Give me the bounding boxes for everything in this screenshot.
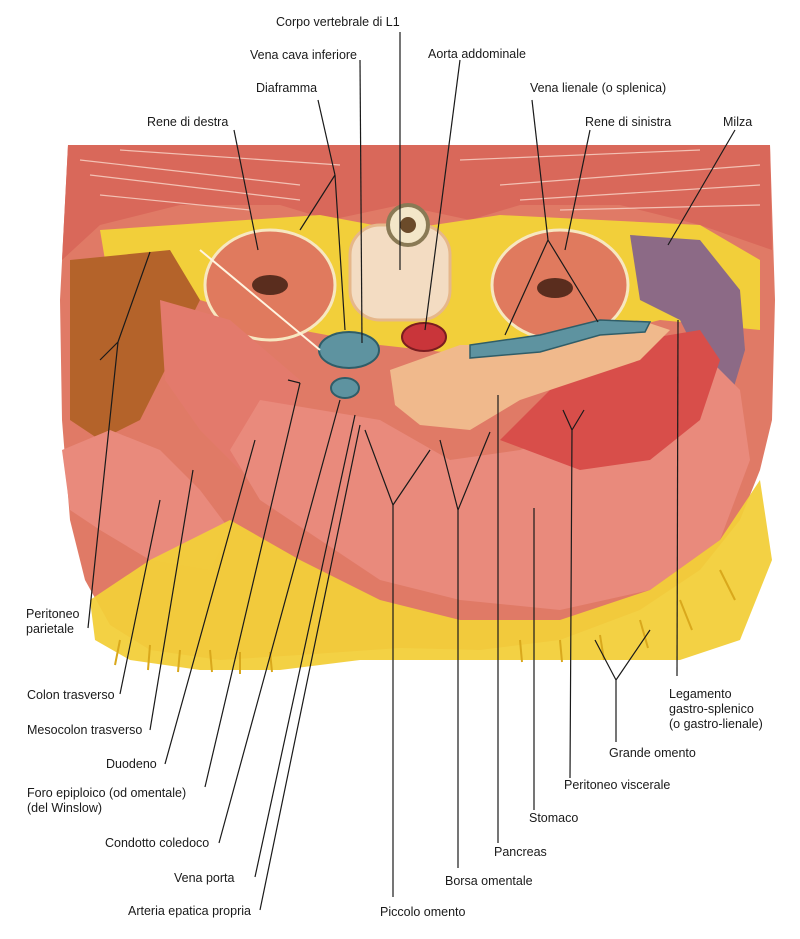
splenic-vein-shape	[469, 319, 652, 359]
omentum-fringe-lines	[114, 569, 736, 674]
label-rene-destra: Rene di destra	[147, 115, 229, 129]
label-mesocolon-trasverso: Mesocolon trasverso	[27, 723, 143, 737]
label-grande-omento: Grande omento	[609, 746, 696, 760]
label-vena-porta: Vena porta	[174, 871, 235, 885]
peritoneum-line	[199, 249, 321, 351]
portal-vein-shape	[330, 377, 360, 399]
label-milza: Milza	[723, 115, 753, 129]
label-foro-epiploico: Foro epiploico (od omentale) (del Winslo…	[27, 786, 187, 815]
label-vena-lienale: Vena lienale (o splenica)	[530, 81, 667, 95]
label-stomaco: Stomaco	[529, 811, 579, 825]
label-peritoneo-viscerale: Peritoneo viscerale	[564, 778, 671, 792]
right-kidney-hilum	[252, 275, 288, 295]
label-duodeno: Duodeno	[106, 757, 157, 771]
label-pancreas: Pancreas	[494, 845, 547, 859]
label-colon-trasverso: Colon trasverso	[27, 688, 115, 702]
label-aorta: Aorta addominale	[428, 47, 526, 61]
label-corpo-vertebrale: Corpo vertebrale di L1	[276, 15, 400, 29]
spinal-cord-shape	[400, 217, 416, 233]
label-arteria-epatica: Arteria epatica propria	[128, 904, 251, 918]
pancreas-shape	[390, 320, 670, 430]
greater-omentum-shape	[90, 480, 772, 670]
liver-shape	[70, 250, 200, 440]
label-legamento: Legamento gastro-splenico (o gastro-lien…	[669, 687, 763, 731]
stomach-lumen	[500, 330, 720, 470]
label-condotto-coledoco: Condotto coledoco	[105, 836, 210, 850]
label-vena-cava: Vena cava inferiore	[250, 48, 358, 62]
left-kidney-hilum	[537, 278, 573, 298]
vena-cava-shape	[318, 331, 380, 369]
leader-lines	[87, 32, 736, 911]
label-diaframma: Diaframma	[256, 81, 318, 95]
muscle-striations	[79, 149, 761, 211]
label-rene-sinistra: Rene di sinistra	[585, 115, 672, 129]
label-borsa-omentale: Borsa omentale	[445, 874, 533, 888]
back-muscles	[62, 145, 772, 260]
aorta-shape	[401, 322, 447, 352]
label-peritoneo-parietale: Peritoneo parietale	[26, 607, 80, 636]
label-piccolo-omento: Piccolo omento	[380, 905, 466, 919]
colon-shape	[62, 430, 230, 570]
